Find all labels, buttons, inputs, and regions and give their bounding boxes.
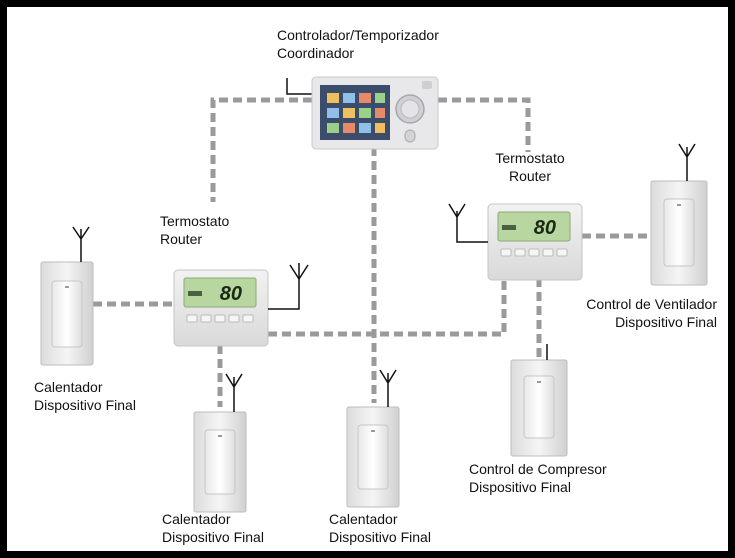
thermostat-left-label-line2: Router (160, 231, 203, 247)
heater-bottom-center-switch (346, 369, 400, 508)
link-controller-thermostat-right (438, 97, 531, 152)
controller-device (286, 76, 439, 150)
network-links (93, 97, 651, 407)
thermostat-right-reading: 80 (534, 217, 556, 239)
controller-sensor (422, 81, 432, 89)
heater-bottom-left-label: Calentador Dispositivo Final (162, 510, 264, 546)
thermostat-right-buttons (500, 248, 568, 257)
network-diagram: 80 80 (40, 76, 708, 513)
fan-control-antenna (678, 143, 696, 181)
heater-bottom-left-label-line2: Dispositivo Final (162, 529, 264, 545)
thermostat-left-antenna (268, 263, 309, 310)
link-controller-thermostat-left (210, 97, 312, 202)
thermostat-left-label-line1: Termostato (160, 213, 230, 229)
compressor-control-label: Control de Compresor Dispositivo Final (469, 460, 607, 496)
heater-left-label: Calentador Dispositivo Final (34, 378, 136, 414)
heater-left-switch (40, 226, 94, 366)
thermostat-right-device: 80 (448, 203, 583, 281)
heater-bottom-left-antenna (225, 373, 243, 412)
heater-bottom-center-antenna (379, 369, 397, 407)
thermostat-right-label-line2: Router (508, 168, 552, 184)
controller-antenna-lead (286, 78, 313, 95)
controller-screen-icons (327, 93, 385, 133)
thermostat-left-lcd (183, 277, 257, 308)
link-thermostat-left-thermostat-right (268, 278, 507, 337)
thermostat-left-label: Termostato Router (160, 212, 229, 248)
heater-bottom-left-switch (193, 373, 247, 513)
heater-left-antenna (72, 226, 90, 262)
controller-label-line2: Coordinador (277, 45, 355, 61)
heater-bottom-center-label-line2: Dispositivo Final (329, 529, 431, 545)
controller-button (404, 129, 416, 143)
controller-label-line1: Controlador/Temporizador (277, 27, 439, 43)
thermostat-left-buttons (186, 314, 254, 323)
controller-label: Controlador/Temporizador Coordinador (277, 26, 439, 62)
compressor-control-label-line2: Dispositivo Final (469, 479, 571, 495)
fan-control-label-line2: Dispositivo Final (615, 314, 717, 330)
thermostat-right-label-line1: Termostato (495, 150, 565, 166)
heater-left-label-line1: Calentador (34, 379, 103, 395)
heater-bottom-center-label: Calentador Dispositivo Final (329, 510, 431, 546)
heater-left-label-line2: Dispositivo Final (34, 397, 136, 413)
heater-bottom-center-label-line1: Calentador (329, 511, 398, 527)
thermostat-right-lcd (497, 211, 571, 242)
thermostat-right-label: Termostato Router (485, 149, 575, 185)
heater-bottom-left-label-line1: Calentador (162, 511, 231, 527)
fan-control-label: Control de Ventilador Dispositivo Final (547, 295, 717, 331)
fan-control-switch (650, 143, 708, 286)
compressor-control-label-line1: Control de Compresor (469, 461, 607, 477)
thermostat-right-antenna (448, 203, 488, 243)
compressor-control-switch (510, 344, 568, 457)
diagram-canvas: 80 80 (7, 7, 728, 551)
fan-control-label-line1: Control de Ventilador (586, 296, 717, 312)
thermostat-left-reading: 80 (220, 283, 242, 305)
thermostat-left-device: 80 (173, 263, 309, 347)
